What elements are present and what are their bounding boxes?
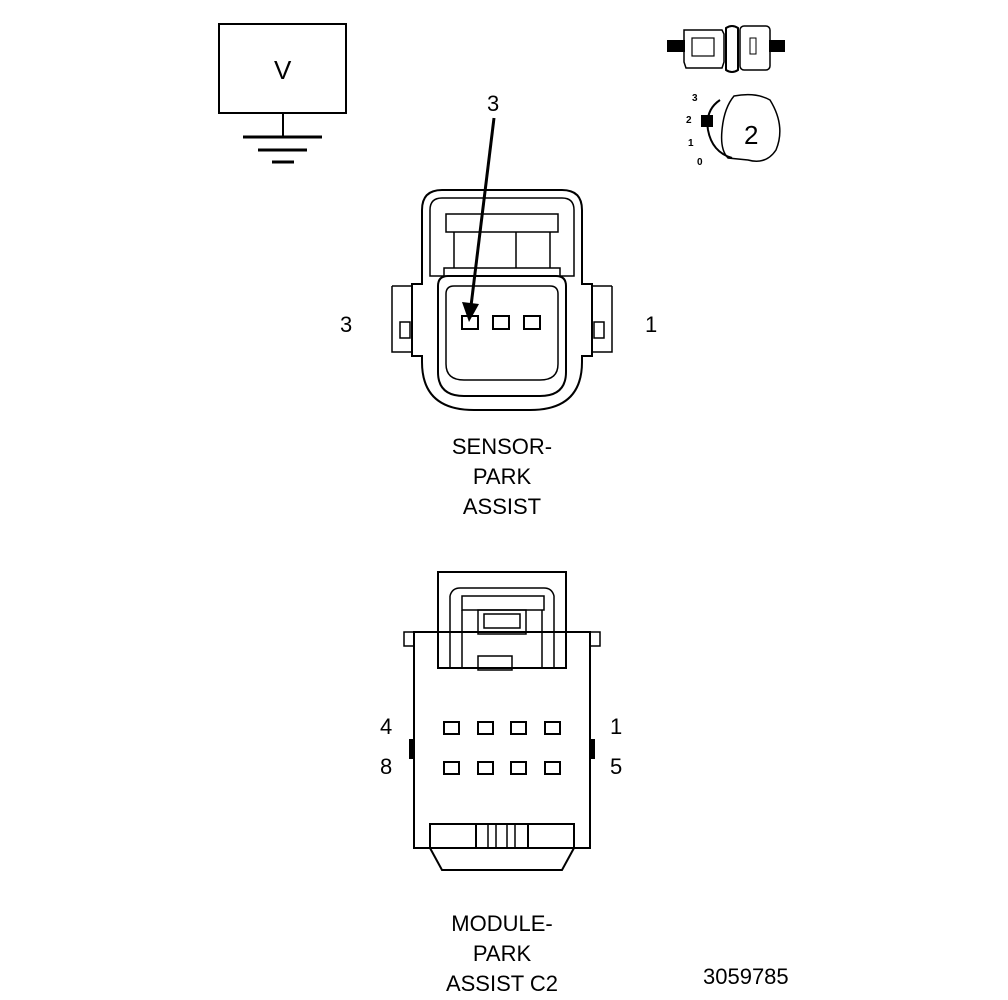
module-cavity-5 [544,761,561,775]
dial-tick-2: 2 [686,115,692,126]
dial-tick-0: 0 [697,157,703,168]
dial-tick-1: 1 [688,138,694,149]
callout-arrow [462,117,496,322]
voltmeter-icon [218,23,347,164]
sensor-title-line-3: ASSIST [462,494,542,519]
sensor-connector-cavities [461,315,541,330]
module-cavity-6 [510,761,527,775]
module-title-line-2: PARK [472,941,532,966]
module-connector-cavities [443,721,561,775]
module-title-line-1: MODULE- [451,911,553,936]
module-title-line-3: ASSIST C2 [445,971,559,996]
sensor-cavity-1 [523,315,541,330]
sensor-pin-label-right: 1 [645,312,658,337]
callout-number: 3 [487,91,500,116]
module-cavity-2 [510,721,527,735]
module-pin-label-4: 4 [380,714,393,739]
sensor-pin-label-left: 3 [340,312,353,337]
dial-selected-value: 2 [744,120,759,150]
dial-selector-icon [701,93,781,162]
module-pin-label-1: 1 [610,714,623,739]
module-cavity-4 [443,721,460,735]
sensor-connector-housing [391,189,613,411]
dial-tick-3: 3 [692,93,698,104]
sensor-connector-title: SENSOR- PARK ASSIST [402,432,602,522]
module-pin-label-8: 8 [380,754,393,779]
module-cavity-8 [443,761,460,775]
sensor-title-line-2: PARK [472,464,532,489]
module-cavity-7 [477,761,494,775]
sensor-title-line-1: SENSOR- [451,434,553,459]
probe-tool-icon [667,25,785,73]
module-connector-title: MODULE- PARK ASSIST C2 [402,909,602,999]
module-connector-housing [403,571,601,871]
figure-number: 3059785 [703,964,789,989]
sensor-cavity-2 [492,315,510,330]
voltmeter-symbol: V [274,55,292,85]
module-cavity-3 [477,721,494,735]
module-pin-label-5: 5 [610,754,623,779]
module-cavity-1 [544,721,561,735]
